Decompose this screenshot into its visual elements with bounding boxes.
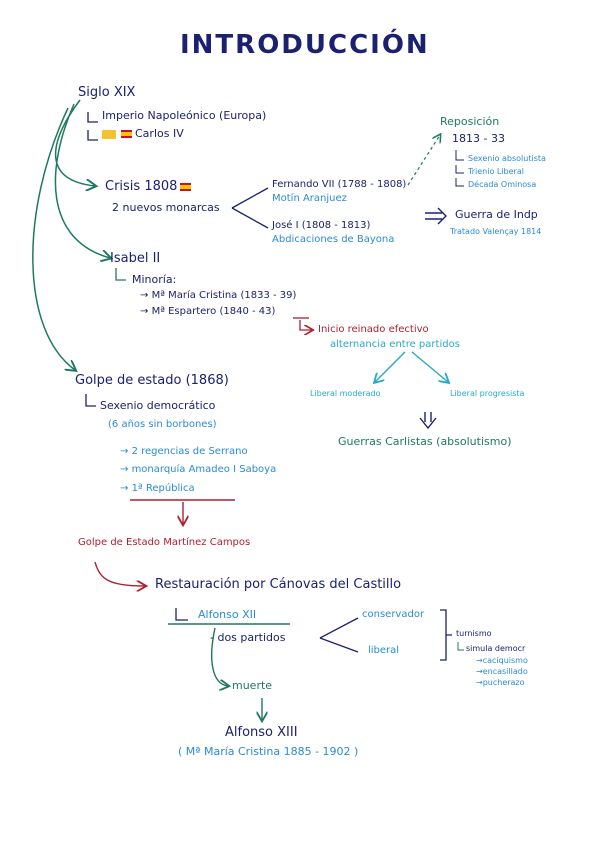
crown-icon xyxy=(102,129,116,139)
reposicion-label: Reposición xyxy=(440,115,500,128)
crisis-row: Crisis 1808 xyxy=(105,180,194,193)
liberal: liberal xyxy=(368,645,400,656)
minoria-label: Minoría: xyxy=(132,273,177,286)
turnismo-item: →caciquismo xyxy=(476,656,528,665)
crisis-label: Crisis 1808 xyxy=(105,179,178,194)
nuevos-monarcas: 2 nuevos monarcas xyxy=(112,201,220,214)
alfonso-xiii: Alfonso XIII xyxy=(225,725,298,740)
liberal-progresista: Liberal progresista xyxy=(450,389,525,398)
reposicion-item: Sexenio absolutista xyxy=(468,154,546,163)
reposicion-item: Trienio Liberal xyxy=(468,167,524,176)
carlos-row: Carlos IV xyxy=(102,128,184,139)
fernando-label: Fernando VII (1788 - 1808) xyxy=(272,179,407,190)
inicio-reinado: Inicio reinado efectivo xyxy=(318,324,429,335)
carlos-label: Carlos IV xyxy=(135,127,184,140)
sexenio-democratico: Sexenio democrático xyxy=(100,399,216,412)
minoria-item: → Mª Espartero (1840 - 43) xyxy=(140,306,276,317)
sin-borbones: (6 años sin borbones) xyxy=(108,419,217,430)
restauracion: Restauración por Cánovas del Castillo xyxy=(155,577,402,592)
abdicaciones-label: Abdicaciones de Bayona xyxy=(272,234,395,245)
tratado-label: Tratado Valençay 1814 xyxy=(450,227,542,236)
dos-partidos: - dos partidos xyxy=(210,631,286,644)
sexenio-item: → monarquía Amadeo I Saboya xyxy=(120,464,277,475)
turnismo-item: →encasillado xyxy=(476,667,528,676)
reposicion-item: Década Ominosa xyxy=(468,180,537,189)
spain-flag-icon xyxy=(121,130,132,138)
siglo-label: Siglo XIX xyxy=(78,85,136,100)
reposicion-years: 1813 - 33 xyxy=(452,132,505,145)
imperio-label: Imperio Napoleónico (Europa) xyxy=(102,109,267,122)
minoria-item: → Mª María Cristina (1833 - 39) xyxy=(140,290,297,301)
alternancia: alternancia entre partidos xyxy=(330,339,460,350)
conservador: conservador xyxy=(362,609,425,620)
turnismo: turnismo xyxy=(456,629,492,638)
golpe-1868: Golpe de estado (1868) xyxy=(75,373,229,388)
muerte: muerte xyxy=(232,679,273,692)
spain-flag-icon xyxy=(180,182,192,191)
golpe-martinez: Golpe de Estado Martínez Campos xyxy=(78,537,251,548)
guerra-indep-label: Guerra de Indp xyxy=(455,208,538,221)
motin-label: Motín Aranjuez xyxy=(272,193,347,204)
sexenio-item: → 1ª República xyxy=(120,483,195,494)
maria-cristina-regencia: ( Mª María Cristina 1885 - 1902 ) xyxy=(178,745,359,758)
page-title: INTRODUCCIÓN xyxy=(180,30,430,60)
sexenio-item: → 2 regencias de Serrano xyxy=(120,446,248,457)
guerras-carlistas: Guerras Carlistas (absolutismo) xyxy=(338,435,512,448)
turnismo-item: →pucherazo xyxy=(476,678,525,687)
simula-democr: simula democr xyxy=(466,644,526,653)
liberal-moderado: Liberal moderado xyxy=(310,389,381,398)
isabel-label: Isabel II xyxy=(110,251,161,266)
jose-label: José I (1808 - 1813) xyxy=(272,220,371,231)
alfonso-xii: Alfonso XII xyxy=(198,608,257,621)
